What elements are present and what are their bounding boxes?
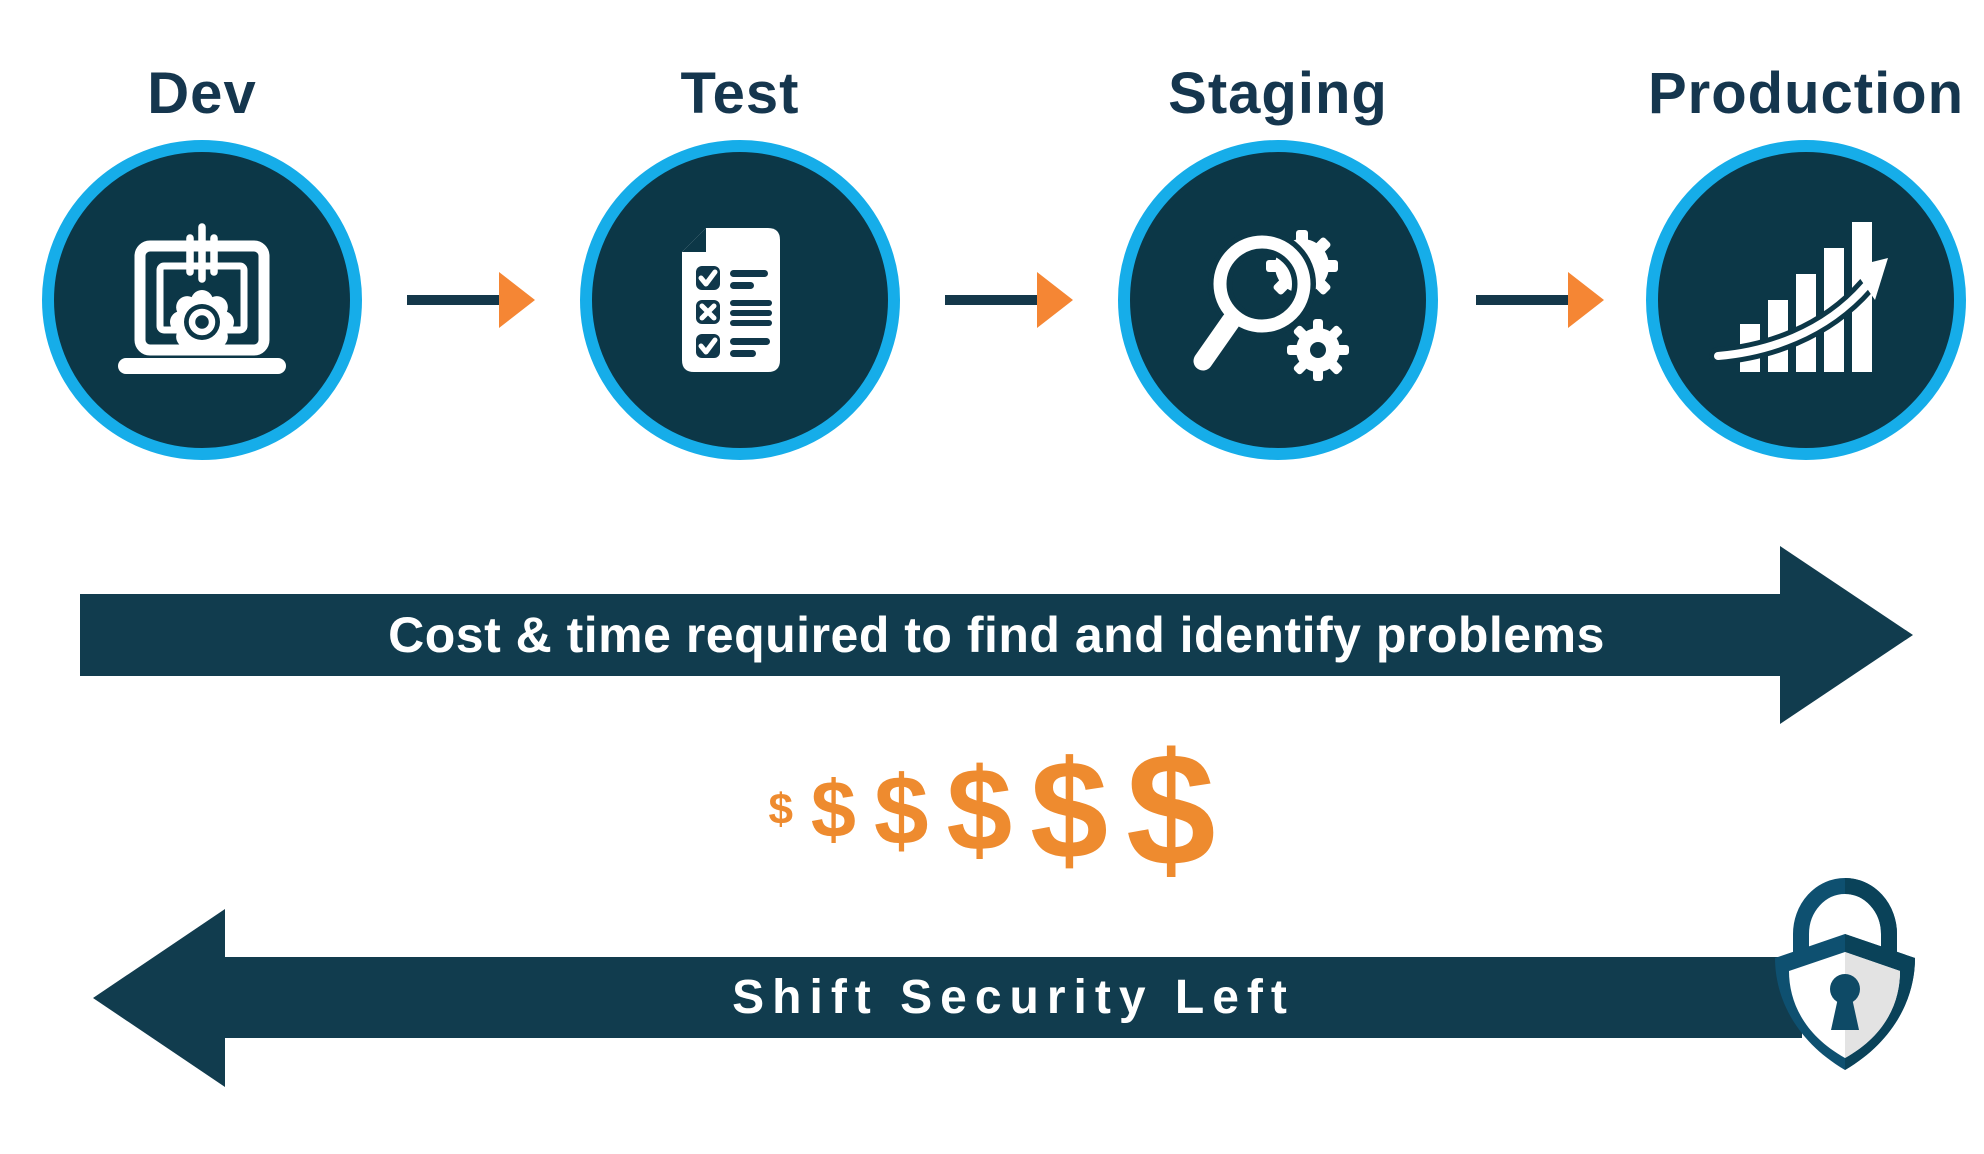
dollar-sign-icon: $: [810, 764, 856, 855]
stage-circle-test: [580, 140, 900, 460]
growth-chart-icon: [1709, 222, 1888, 372]
laptop-gear-icon: [118, 223, 286, 374]
connector-arrowhead-icon: [1568, 272, 1604, 328]
dollar-signs-row: $ $ $ $ $ $: [0, 729, 1984, 890]
dollar-sign-icon: $: [946, 744, 1013, 876]
dollar-sign-icon: $: [768, 785, 793, 834]
cost-arrowhead-icon: [1780, 546, 1913, 724]
shift-arrow: [225, 957, 1802, 1038]
stage-label-test: Test: [680, 61, 800, 126]
shift-arrowhead-icon: [93, 909, 225, 1087]
stage-label-dev: Dev: [147, 61, 257, 126]
stage-circle-staging: [1118, 140, 1438, 460]
connector-arrow-staging-production: [1476, 272, 1604, 328]
connector-arrowhead-icon: [499, 272, 535, 328]
connector-arrow-dev-test: [407, 272, 535, 328]
shield-lock-icon: [1770, 872, 1920, 1082]
dollar-sign-icon: $: [1126, 719, 1216, 900]
cost-arrow: [80, 594, 1780, 676]
connector-shaft: [407, 295, 499, 305]
stage-circle-dev: [42, 140, 362, 460]
connector-arrowhead-icon: [1037, 272, 1073, 328]
stage-circle-production: [1646, 140, 1966, 460]
stage-label-production: Production: [1647, 61, 1965, 126]
magnifier-gears-icon: [1193, 230, 1349, 381]
shift-arrow-label: Shift Security Left: [732, 971, 1295, 1024]
dollar-sign-icon: $: [1030, 731, 1109, 888]
cost-arrow-label: Cost & time required to find and identif…: [388, 607, 1605, 663]
connector-arrow-test-staging: [945, 272, 1073, 328]
connector-shaft: [1476, 295, 1568, 305]
checklist-icon: [682, 228, 780, 372]
stage-label-staging: Staging: [1168, 61, 1388, 126]
connector-shaft: [945, 295, 1037, 305]
dollar-sign-icon: $: [873, 755, 929, 865]
